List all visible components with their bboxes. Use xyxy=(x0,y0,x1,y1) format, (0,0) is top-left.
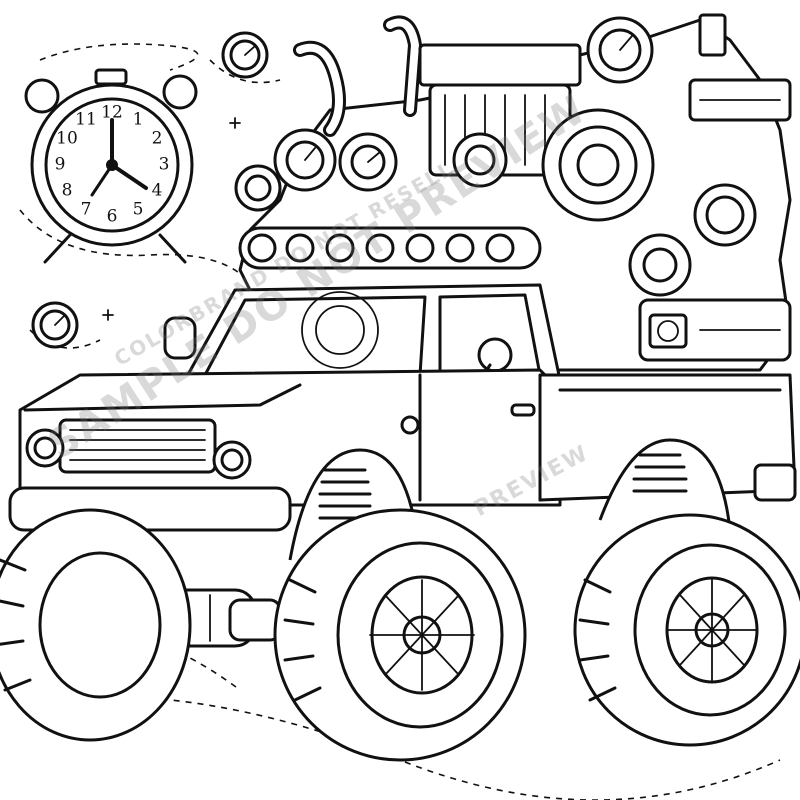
clock-number: 11 xyxy=(75,110,97,130)
truck-body xyxy=(8,283,797,561)
clock-number: 10 xyxy=(56,129,78,149)
clock-number: 8 xyxy=(62,181,73,201)
wheel-front-right xyxy=(273,508,527,762)
clock-number: 7 xyxy=(81,200,92,220)
clock-number: 5 xyxy=(133,200,144,220)
wheel-rear-right xyxy=(573,513,800,747)
clock-number: 2 xyxy=(152,129,163,149)
small-gauge-icons xyxy=(31,31,269,349)
clock-number: 1 xyxy=(133,110,144,130)
clock-number: 12 xyxy=(101,103,123,123)
clock-number: 3 xyxy=(159,155,170,175)
suspension-springs xyxy=(318,453,688,520)
clock-number: 4 xyxy=(152,181,163,201)
machinery-pile xyxy=(234,13,792,372)
clock-number: 6 xyxy=(107,207,118,227)
clock-number: 9 xyxy=(55,155,66,175)
wheel-front-left xyxy=(0,508,192,742)
